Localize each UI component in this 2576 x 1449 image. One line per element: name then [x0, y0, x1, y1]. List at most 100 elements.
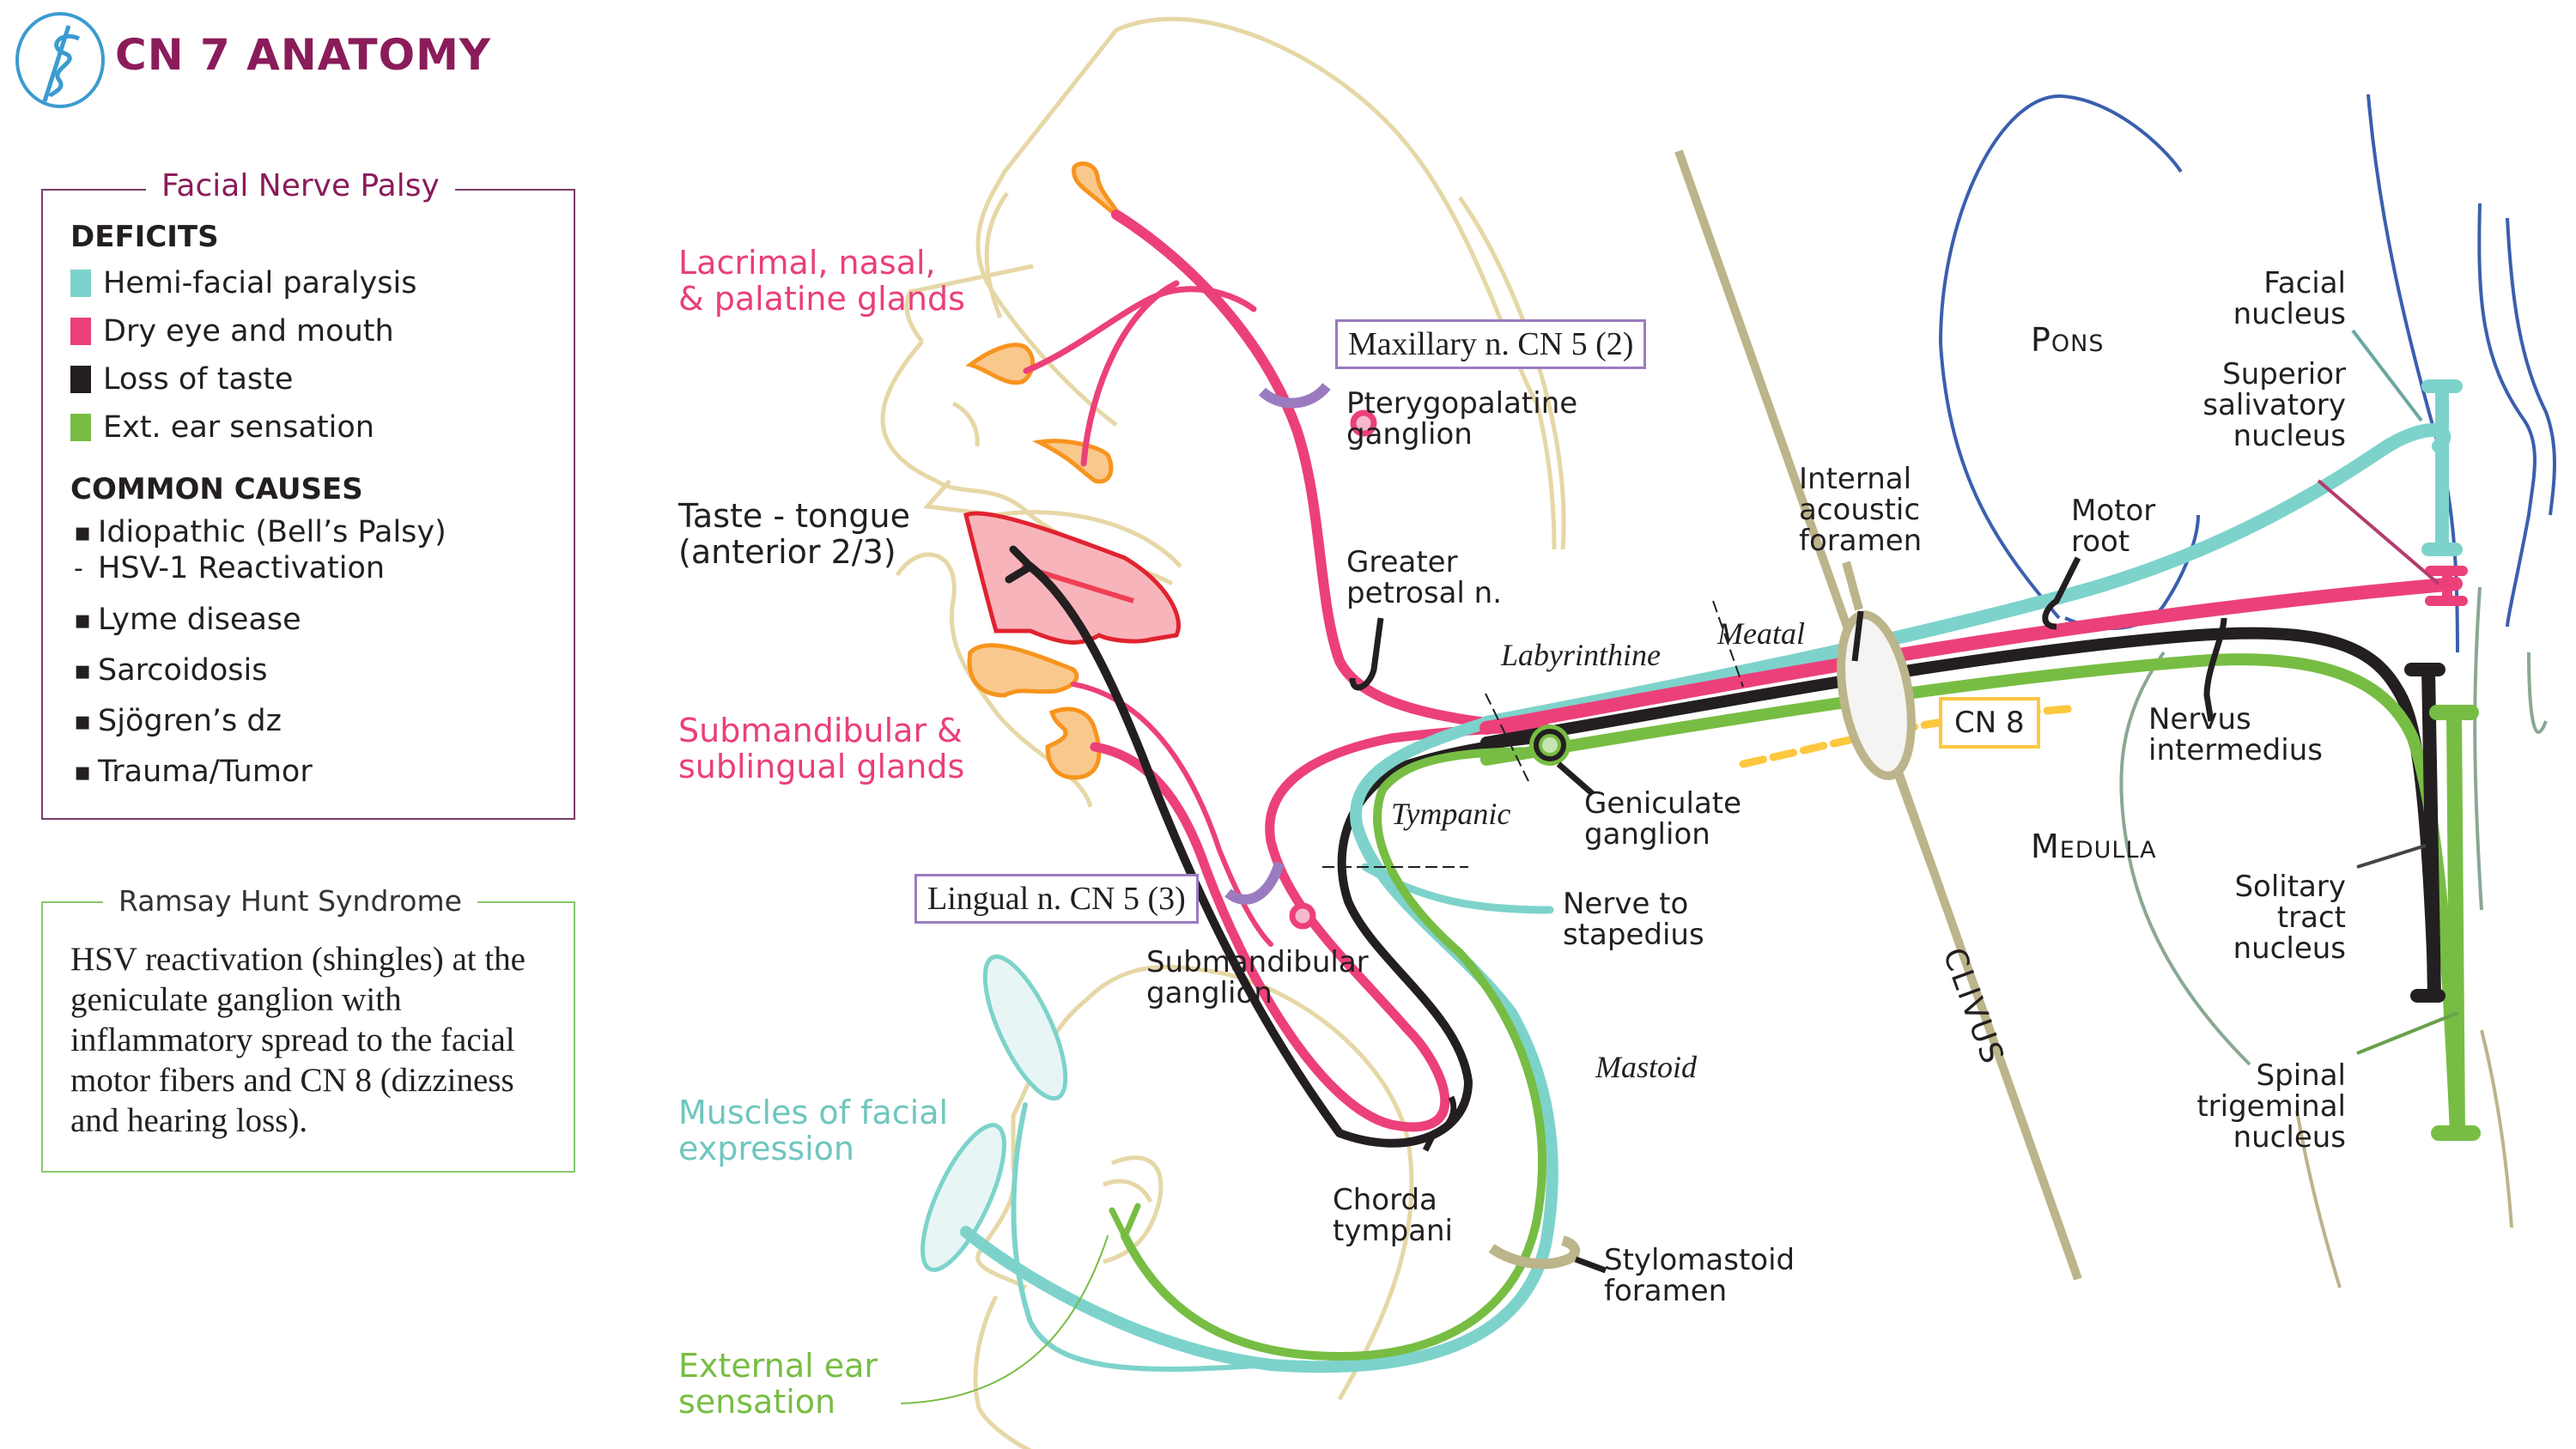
label-line: Submandibular & — [678, 712, 963, 749]
pterygopalatine-ganglion-icon — [1258, 382, 1377, 437]
motor-swatch — [70, 270, 91, 297]
taste-tongue-label: Taste - tongue(anterior 2/3) — [678, 498, 910, 570]
deficit-item: Loss of taste — [70, 362, 293, 397]
palatine-gland — [1032, 439, 1114, 484]
deficit-label: Dry eye and mouth — [103, 314, 394, 349]
bullet-icon: ▪ — [74, 517, 92, 548]
bullet-icon: ▪ — [74, 706, 92, 737]
facial-nucleus-bar — [2421, 379, 2463, 556]
motor-root-fiber — [1479, 423, 2451, 730]
label-line: Nervus — [2148, 702, 2251, 737]
cause-label: Trauma/Tumor — [98, 755, 313, 789]
sensory-fiber-lower — [1121, 747, 1558, 1361]
lingual-nerve-box: Lingual n. CN 5 (3) — [914, 874, 1199, 924]
parasympathetic-root-fiber — [1479, 577, 2463, 735]
spinal-cord-outline — [2295, 1029, 2513, 1288]
dash-icon: - — [74, 553, 83, 584]
bullet-icon: ▪ — [74, 756, 92, 787]
cause-item: ▪Idiopathic (Bell’s Palsy) — [74, 515, 447, 549]
cause-item: ▪Lyme disease — [74, 603, 301, 637]
label-line: Superior — [2222, 357, 2346, 391]
label-line: Muscles of facial — [678, 1094, 949, 1131]
ramsay-box-title: Ramsay Hunt Syndrome — [103, 884, 477, 918]
facial-nerve-palsy-box: Facial Nerve Palsy DEFICITS Hemi-facial … — [41, 168, 575, 820]
deficit-label: Hemi-facial paralysis — [103, 266, 417, 300]
palsy-box-title: Facial Nerve Palsy — [146, 168, 455, 203]
ramsay-box-body: HSV reactivation (shingles) at the genic… — [70, 941, 526, 1139]
label-line: intermedius — [2148, 733, 2323, 767]
label-line: petrosal n. — [1346, 576, 1503, 610]
label-line: Lacrimal, nasal, — [678, 244, 936, 282]
tongue-shape — [963, 511, 1181, 645]
caduceus-icon — [15, 12, 105, 108]
lacrimal-glands-label: Lacrimal, nasal,& palatine glands — [678, 245, 965, 317]
cause-item: ▪Sjögren’s dz — [74, 704, 282, 738]
label-line: Nerve to — [1563, 887, 1689, 921]
label-line: ganglion — [1346, 417, 1473, 452]
label-line: (anterior 2/3) — [678, 533, 896, 571]
label-line: sensation — [678, 1383, 836, 1421]
stylomastoid-foramen-shape — [1488, 1235, 1581, 1270]
ext-ear-branch — [1109, 1203, 1141, 1240]
label-line: Solitary — [2234, 870, 2346, 904]
label-line: Facial — [2263, 266, 2346, 300]
lacrimal-gland — [1072, 161, 1126, 226]
label-line: tract — [2276, 900, 2346, 935]
label-line: nucleus — [2233, 419, 2346, 453]
cause-label: Sjögren’s dz — [98, 704, 282, 738]
deficit-label: Ext. ear sensation — [103, 410, 374, 445]
bullet-icon: ▪ — [74, 604, 92, 635]
palatine-branch — [1080, 280, 1180, 467]
motor-branch-upper-face — [1011, 1102, 1273, 1372]
cn8-box: CN 8 — [1939, 697, 2040, 749]
deficit-item: Dry eye and mouth — [70, 314, 394, 349]
causes-heading: COMMON CAUSES — [70, 472, 363, 506]
label-line: Greater — [1346, 545, 1458, 579]
label-line: nucleus — [2233, 931, 2346, 966]
submandibular-gland — [1045, 706, 1102, 780]
cause-item: ▪Sarcoidosis — [74, 653, 268, 688]
ext-ear-leader — [901, 1235, 1109, 1404]
geniculate-ganglion-icon — [1529, 724, 1571, 766]
label-line: foramen — [1604, 1274, 1728, 1308]
spinal-trigeminal-nucleus-bar — [2429, 705, 2481, 1141]
nucleus-leaders — [2317, 329, 2458, 1055]
parasympathetic-lower — [1090, 723, 1551, 1132]
leader-lines — [1349, 556, 2227, 1274]
internal-acoustic-foramen-shape — [1837, 561, 1936, 869]
solitary-tract-nucleus-bar — [2404, 663, 2445, 1003]
sublingual-gland — [967, 643, 1079, 698]
bullet-icon: ▪ — [74, 655, 92, 686]
label-line: Motor — [2071, 494, 2156, 528]
label-line: ganglion — [1146, 976, 1273, 1010]
medulla-outline — [2119, 586, 2548, 1066]
label-line: root — [2071, 524, 2130, 559]
label-line: nucleus — [2233, 1120, 2346, 1155]
label-line: tympani — [1333, 1214, 1453, 1248]
label-line: Geniculate — [1584, 786, 1742, 821]
label-line: ganglion — [1584, 817, 1710, 852]
label-line: Chorda — [1333, 1183, 1437, 1217]
cause-item: ▪Trauma/Tumor — [74, 755, 313, 789]
label-line: acoustic — [1799, 493, 1921, 527]
tympanic-segment-label: Tympanic — [1391, 797, 1511, 831]
label-line: Submandibular — [1146, 945, 1369, 979]
labyrinthine-segment-label: Labyrinthine — [1501, 638, 1661, 672]
pons-label: Pons — [2031, 321, 2105, 359]
facial-muscle-shapes — [920, 954, 1068, 1272]
meatal-segment-label: Meatal — [1717, 616, 1805, 651]
deficit-item: Ext. ear sensation — [70, 410, 374, 445]
